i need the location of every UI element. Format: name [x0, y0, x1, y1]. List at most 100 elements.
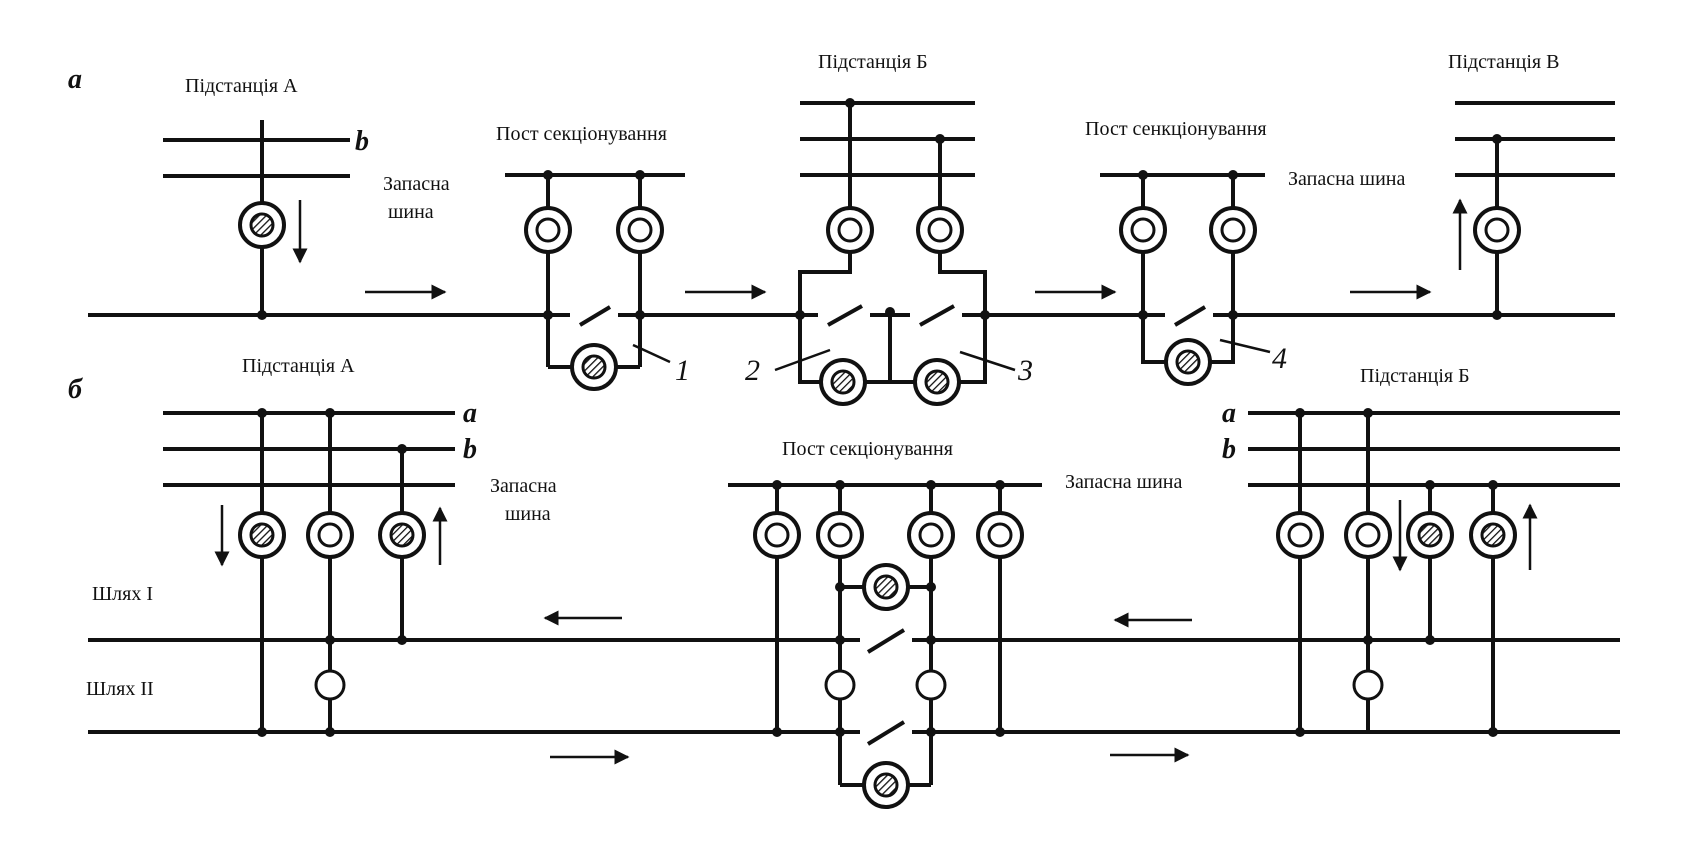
disconnector — [866, 628, 906, 654]
simple-switch — [314, 669, 346, 701]
junction-dot — [543, 310, 553, 320]
hatched-breaker — [1469, 511, 1517, 559]
open-breaker — [916, 206, 964, 254]
junction-dot — [1363, 408, 1373, 418]
leader-line — [774, 348, 831, 372]
disconnector — [866, 720, 906, 746]
junction-dot — [885, 307, 895, 317]
breaker-loop — [798, 315, 987, 384]
feeder-line — [798, 262, 852, 315]
part-b: б Підстанція А a b Запасна шина Шлях І Ш… — [68, 355, 1620, 809]
hatched-breaker — [862, 761, 910, 809]
breakers-b — [238, 511, 1517, 809]
disconnector-2 — [827, 304, 863, 327]
open-breaker — [1119, 206, 1167, 254]
part-a: а Підстанція А b Запасна шина Пост секці… — [68, 51, 1615, 406]
open-breaker — [524, 206, 572, 254]
simple-switch — [915, 669, 947, 701]
open-breaker — [1344, 511, 1392, 559]
junction-dot — [1425, 635, 1435, 645]
hatched-breaker — [1406, 511, 1454, 559]
post-1-title: Пост секціонування — [496, 123, 667, 145]
simple-switch — [824, 669, 856, 701]
spare-bus-text-2: шина — [505, 503, 551, 525]
hatched-breaker — [238, 201, 286, 249]
track-2-label: Шлях ІІ — [86, 678, 154, 700]
open-breaker — [816, 511, 864, 559]
junction-dot — [926, 727, 936, 737]
junction-dot — [397, 444, 407, 454]
substation-b-title-b: Підстанція Б — [1360, 365, 1470, 387]
junction-dot — [926, 635, 936, 645]
junction-dot — [835, 582, 845, 592]
junction-dot — [980, 310, 990, 320]
label-2: 2 — [745, 354, 760, 387]
junction-dot — [635, 310, 645, 320]
junction-dot — [1488, 480, 1498, 490]
junction-dot — [1492, 310, 1502, 320]
hatched-breaker — [570, 343, 618, 391]
junction-dot — [1363, 635, 1373, 645]
junction-dot — [835, 727, 845, 737]
junction-dot — [1488, 727, 1498, 737]
hatched-breaker — [862, 563, 910, 611]
open-breaker — [616, 206, 664, 254]
bus-a-letter-right: a — [1222, 398, 1236, 429]
junction-dot — [325, 635, 335, 645]
hatched-breaker — [378, 511, 426, 559]
open-breaker — [976, 511, 1024, 559]
leader-line — [632, 343, 671, 364]
spare-bus-center: Запасна шина — [1065, 471, 1182, 493]
disconnector-4 — [1173, 305, 1207, 327]
hatched-breaker — [913, 358, 961, 406]
junction-dot — [325, 727, 335, 737]
open-breaker — [1276, 511, 1324, 559]
label-1: 1 — [675, 354, 690, 387]
junction-dot — [1295, 408, 1305, 418]
disconnector-1 — [578, 305, 612, 327]
simple-switch — [1352, 669, 1384, 701]
breakers-a — [238, 201, 1521, 406]
part-a-label: а — [68, 64, 82, 95]
junction-dot — [397, 635, 407, 645]
post-2-title: Пост сенкціонування — [1085, 118, 1267, 140]
substation-a-section: Підстанція А b — [163, 75, 369, 315]
open-breaker — [753, 511, 801, 559]
bus-a-letter: a — [463, 398, 477, 429]
bus-b-letter-right: b — [1222, 434, 1236, 465]
substation-b-section-b: Підстанція Б a b — [1222, 365, 1620, 737]
substation-b-title: Підстанція Б — [818, 51, 928, 73]
open-breaker — [826, 206, 874, 254]
substation-v-section: Підстанція В — [1448, 51, 1615, 320]
bus-b-letter: b — [463, 434, 477, 465]
junction-dot — [1295, 727, 1305, 737]
open-breaker — [1473, 206, 1521, 254]
label-3: 3 — [1017, 354, 1033, 387]
part-b-label: б — [68, 374, 83, 405]
substation-v-title: Підстанція В — [1448, 51, 1559, 73]
junction-dot — [772, 727, 782, 737]
open-breaker — [306, 511, 354, 559]
junction-dot — [257, 310, 267, 320]
leader-line — [959, 350, 1016, 372]
junction-dot — [926, 582, 936, 592]
hatched-breaker — [1164, 338, 1212, 386]
substation-a-title-b: Підстанція А — [242, 355, 355, 377]
junction-dot — [835, 635, 845, 645]
junction-dot — [257, 727, 267, 737]
hatched-breaker — [238, 511, 286, 559]
spare-bus-text-1: Запасна — [490, 475, 557, 497]
disconnector-3 — [919, 304, 955, 327]
junction-dot — [1138, 310, 1148, 320]
spare-bus-text-2: шина — [388, 201, 434, 223]
feeder-line — [938, 262, 987, 315]
junction-dot — [257, 408, 267, 418]
junction-dot — [1425, 480, 1435, 490]
hatched-breaker — [819, 358, 867, 406]
junction-dot — [325, 408, 335, 418]
substation-a-title: Підстанція А — [185, 75, 298, 97]
junction-dot — [995, 727, 1005, 737]
post-title-b: Пост секціонування — [782, 438, 953, 460]
open-breaker — [1209, 206, 1257, 254]
